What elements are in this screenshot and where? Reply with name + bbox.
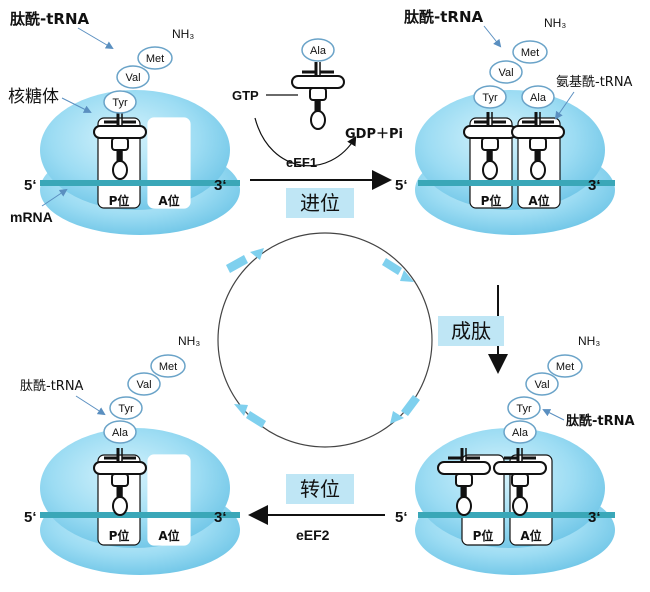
aa-label-tyr: Tyr — [112, 97, 128, 109]
eef1-label: eEF1 — [286, 155, 317, 170]
three-prime-label: 3‘ — [588, 177, 601, 194]
aa-bead-tyr — [473, 85, 507, 109]
five-prime-label: 5‘ — [395, 177, 408, 194]
entry-step: Ala GTP GDP＋Pi eEF1 — [232, 38, 403, 190]
peptidyl-trna-label: 肽酰-tRNA — [20, 379, 84, 394]
cycle-arrow — [390, 411, 404, 424]
panel-bottom-left: Ala Tyr Val Met NH₃ 肽酰-tRNA 5‘ 3‘ P位 A位 — [20, 334, 240, 575]
aa-label-val: Val — [136, 379, 151, 391]
a-site-label: A位 — [158, 193, 179, 208]
aa-label-tyr: Tyr — [516, 403, 532, 415]
peptide-bond-step-label: 成肽 — [438, 316, 504, 346]
gdp-pi-label: GDP＋Pi — [345, 127, 403, 142]
aa-bead-met — [150, 354, 186, 378]
aa-bead-tyr — [109, 396, 143, 420]
aa-label-tyr: Tyr — [118, 403, 134, 415]
five-prime-label: 5‘ — [24, 177, 37, 194]
aa-label-ala: Ala — [530, 92, 547, 104]
aa-label-val: Val — [498, 67, 513, 79]
a-site-box — [147, 454, 191, 546]
aa-bead-ala — [301, 38, 335, 62]
nh3-label: NH₃ — [178, 334, 200, 348]
aa-bead-ala — [103, 420, 137, 444]
aa-label-met: Met — [521, 47, 539, 59]
nh3-label: NH₃ — [172, 27, 194, 41]
cycle-arrow — [226, 255, 248, 273]
pointer-line — [61, 97, 92, 113]
eef2-label: eEF2 — [296, 527, 330, 543]
ribosome-label: 核糖体 — [8, 87, 59, 107]
peptidyl-trna-label: 肽酰-tRNA — [404, 8, 484, 26]
aa-label-ala: Ala — [310, 45, 327, 57]
p-site-label: P位 — [109, 193, 130, 208]
pointer-line — [483, 25, 502, 48]
pointer-line — [41, 188, 68, 207]
aa-label-met: Met — [159, 361, 177, 373]
cycle-arrow — [382, 258, 402, 275]
gtp-label: GTP — [232, 88, 259, 103]
cycle-circle — [217, 232, 433, 448]
aa-bead-ala — [503, 420, 537, 444]
aa-label-val: Val — [534, 379, 549, 391]
aa-label-met: Met — [556, 361, 574, 373]
aminoacyl-trna-label: 氨基酰-tRNA — [556, 75, 633, 90]
five-prime-label: 5‘ — [24, 509, 37, 526]
cycle-arrow — [400, 270, 414, 282]
peptidyl-trna-label: 肽酰-tRNA — [566, 413, 635, 429]
a-site-label: A位 — [528, 193, 549, 208]
pointer-line — [77, 27, 114, 50]
p-site-label: P位 — [109, 528, 130, 543]
aa-bead-met — [512, 40, 548, 64]
five-prime-label: 5‘ — [395, 509, 408, 526]
aa-bead-tyr — [507, 396, 541, 420]
aa-label-val: Val — [125, 72, 140, 84]
elongation-cycle — [217, 232, 433, 448]
cycle-arrow — [401, 395, 420, 416]
nh3-label: NH₃ — [544, 16, 566, 30]
entry-step-label: 进位 — [286, 188, 354, 218]
a-site-label: A位 — [158, 528, 179, 543]
pointer-line — [554, 91, 575, 120]
aa-label-met: Met — [146, 53, 164, 65]
trna-icon — [290, 60, 346, 131]
translocation-step-label: 转位 — [286, 474, 354, 504]
cycle-arrow — [250, 248, 264, 260]
aa-bead-met — [547, 354, 583, 378]
panel-bottom-right: Ala Tyr Val Met NH₃ 肽酰-tRNA 5‘ 3‘ P位 A位 — [395, 334, 635, 575]
three-prime-label: 3‘ — [588, 509, 601, 526]
aa-bead-val — [127, 372, 161, 396]
panel-top-left: Tyr Val Met NH₃ 肽酰-tRNA 核糖体 5‘ 3‘ mRNA P… — [8, 10, 240, 235]
aa-bead-val — [116, 65, 150, 89]
cycle-arrow — [246, 411, 266, 428]
three-prime-label: 3‘ — [214, 509, 227, 526]
eef1-curve-arrow — [254, 117, 357, 167]
aa-label-ala: Ala — [512, 427, 529, 439]
ribosome-shape — [415, 90, 615, 235]
mrna-label: mRNA — [10, 209, 53, 225]
p-site-label: P位 — [473, 528, 494, 543]
three-prime-label: 3‘ — [214, 177, 227, 194]
aa-label-ala: Ala — [112, 427, 129, 439]
aa-bead-ala — [521, 85, 555, 109]
a-site-label: A位 — [520, 528, 541, 543]
peptidyl-trna-label: 肽酰-tRNA — [10, 10, 90, 28]
pointer-line — [542, 409, 565, 421]
nh3-label: NH₃ — [578, 334, 600, 348]
aa-bead-val — [489, 60, 523, 84]
pointer-line — [75, 395, 106, 416]
aa-bead-met — [137, 46, 173, 70]
aa-bead-val — [525, 372, 559, 396]
aa-bead-tyr — [103, 90, 137, 114]
cycle-arrow — [234, 404, 248, 416]
aa-label-tyr: Tyr — [482, 92, 498, 104]
panel-top-right: Tyr Ala Val Met NH₃ 肽酰-tRNA 氨基酰-tRNA 5‘ … — [395, 8, 633, 235]
p-site-label: P位 — [481, 193, 502, 208]
